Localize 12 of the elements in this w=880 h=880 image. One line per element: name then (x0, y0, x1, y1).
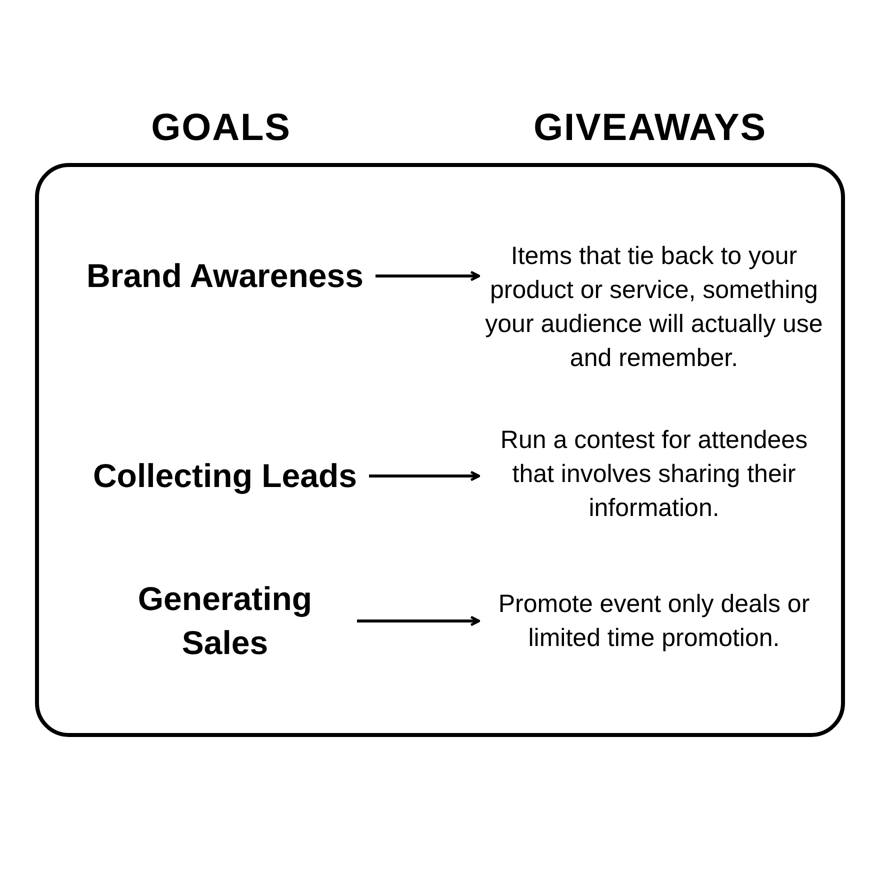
goal-label: Brand Awareness (86, 254, 364, 298)
goal-label: Generating Sales (105, 577, 345, 665)
goal-label: Collecting Leads (92, 454, 358, 498)
giveaway-text: Promote event only deals or limited time promotion. (479, 587, 829, 655)
arrow (357, 616, 480, 626)
rounded-frame (35, 163, 845, 737)
arrow (375, 270, 480, 282)
giveaway-text: Items that tie back to your product or service, something your audience will actually use and remember. (479, 239, 829, 375)
column-heading: GOALS (151, 106, 291, 151)
column-heading: GIVEAWAYS (533, 106, 767, 151)
giveaway-text: Run a contest for attendees that involves sharing their information. (479, 423, 829, 525)
arrow (369, 470, 480, 482)
